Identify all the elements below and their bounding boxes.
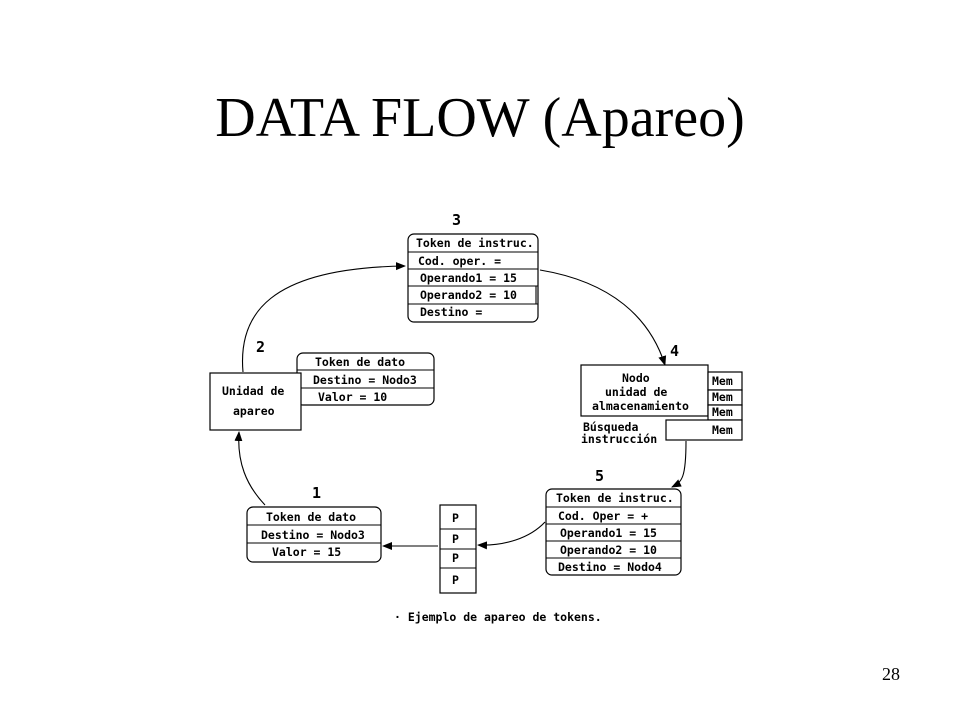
data-token-1-header: Token de dato (266, 510, 356, 524)
memory-cell-4: Mem (712, 423, 733, 437)
arrow-1-to-2 (234, 431, 266, 506)
arrow-3-to-4 (539, 269, 667, 366)
queue-cell-4: P (452, 573, 459, 587)
storage-node-label-line3: almacenamiento (592, 399, 689, 413)
queue-cell-1: P (452, 511, 459, 525)
instruction-token-3-opcode: Cod. oper. = (418, 254, 501, 268)
slide-title: DATA FLOW (Apareo) (215, 87, 745, 149)
data-token-1-destination: Destino = Nodo3 (261, 528, 365, 542)
instruction-token-3-operand1: Operando1 = 15 (420, 271, 517, 285)
storage-node: Nodo unidad de almacenamiento (580, 364, 709, 417)
instruction-token-3-operand2: Operando2 = 10 (420, 288, 517, 302)
fetch-instruction-label-line1: Búsqueda (583, 420, 638, 434)
instruction-token-5-opcode: Cod. Oper = + (558, 509, 648, 523)
instruction-token-5-operand2: Operando2 = 10 (560, 543, 657, 557)
memory-cells: Mem Mem Mem Mem (665, 371, 743, 441)
instruction-token-5-destination: Destino = Nodo4 (558, 560, 662, 574)
storage-node-label-line2: unidad de (605, 385, 667, 399)
matching-unit-label-line1: Unidad de (222, 384, 284, 398)
memory-cell-3: Mem (712, 405, 733, 419)
data-token-2-value: Valor = 10 (318, 390, 387, 404)
step-number-5: 5 (595, 467, 604, 485)
instruction-token-5: Token de instruc. Cod. Oper = + Operando… (545, 488, 682, 576)
arrow-4-to-5 (671, 440, 687, 488)
queue-cell-2: P (452, 532, 459, 546)
page-number: 28 (882, 664, 900, 684)
step-number-4: 4 (670, 342, 679, 360)
matching-unit-label-line2: apareo (233, 404, 275, 418)
instruction-token-5-header: Token de instruc. (556, 491, 674, 505)
fetch-instruction-label-line2: instrucción (581, 432, 657, 446)
memory-cell-2: Mem (712, 390, 733, 404)
step-number-3: 3 (452, 211, 461, 229)
instruction-token-3-header: Token de instruc. (416, 236, 534, 250)
data-token-2-header: Token de dato (315, 355, 405, 369)
instruction-token-3: Token de instruc. Cod. oper. = Operando1… (407, 233, 539, 323)
data-token-2: Token de dato Destino = Nodo3 Valor = 10 (296, 352, 435, 406)
queue-cell-3: P (452, 551, 459, 565)
memory-cell-1: Mem (712, 374, 733, 388)
data-token-1-value: Valor = 15 (272, 545, 341, 559)
instruction-token-3-destination: Destino = (420, 305, 482, 319)
instruction-token-5-operand1: Operando1 = 15 (560, 526, 657, 540)
step-number-1: 1 (312, 484, 321, 502)
data-token-1: Token de dato Destino = Nodo3 Valor = 15 (246, 506, 382, 563)
arrow-2-to-3 (241, 262, 406, 373)
data-token-2-destination: Destino = Nodo3 (313, 373, 417, 387)
arrow-5-to-queue (477, 521, 546, 550)
diagram-caption: · Ejemplo de apareo de tokens. (394, 610, 602, 624)
storage-node-label-line1: Nodo (622, 371, 650, 385)
token-queue: P P P P (439, 504, 477, 594)
matching-unit: Unidad de apareo (209, 372, 302, 431)
step-number-2: 2 (256, 338, 265, 356)
